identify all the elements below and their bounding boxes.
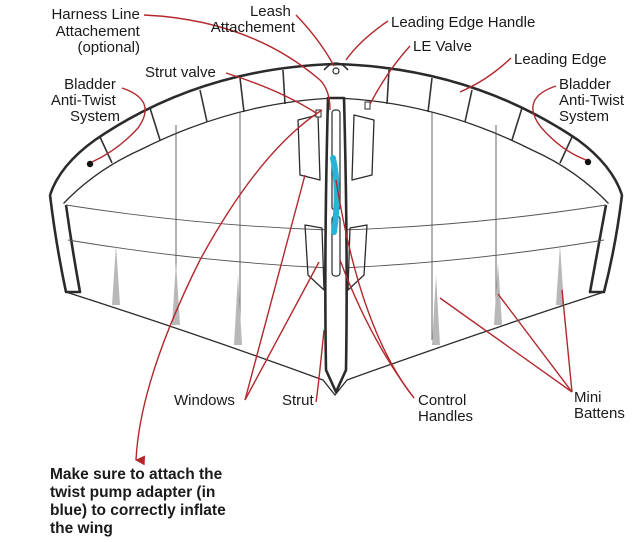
bladder-left-dot <box>86 160 94 168</box>
window-right-lower <box>347 224 368 291</box>
label-le-valve: LE Valve <box>413 38 472 55</box>
leader-harness-line <box>143 14 331 111</box>
leader-le-valve <box>369 45 411 105</box>
label-leading-edge-handle: Leading Edge Handle <box>391 14 535 31</box>
leader-strut <box>315 329 325 403</box>
leading-edge-segments <box>99 69 573 164</box>
label-windows: Windows <box>174 392 235 409</box>
wing-illustration <box>48 61 624 396</box>
mini-battens-marks <box>112 245 564 345</box>
twist-pump-adapter <box>330 155 340 235</box>
leader-le-handle <box>345 20 389 61</box>
leader-leading-edge <box>459 57 512 93</box>
window-left-lower <box>304 224 325 291</box>
leader-note-arrow <box>135 109 323 466</box>
leading-edge-handle <box>323 62 349 71</box>
label-bladder-left: Bladder Anti-Twist System <box>51 76 120 125</box>
label-control-handles: Control Handles <box>418 392 473 425</box>
canopy-seams <box>65 112 607 340</box>
label-strut: Strut <box>282 392 315 409</box>
right-wingtip <box>588 194 624 294</box>
bladder-right-dot <box>584 158 592 166</box>
label-strut-valve: Strut valve <box>145 64 216 81</box>
label-harness-line: Harness Line Attachement (optional) <box>51 6 144 56</box>
leader-lines <box>91 14 587 466</box>
leash-ring <box>332 67 340 75</box>
leader-bladder-right <box>532 85 587 161</box>
window-right-upper <box>351 114 375 181</box>
leader-window-1 <box>244 174 306 401</box>
le-valve <box>364 101 371 110</box>
note-pump-adapter: Make sure to attach the twist pump adapt… <box>50 466 230 537</box>
leader-bladder-left <box>91 87 146 163</box>
label-leash: Leash Attachement <box>211 3 296 36</box>
leader-batten-1 <box>439 297 573 393</box>
label-mini-battens: Mini Battens <box>574 389 625 422</box>
leader-batten-3 <box>561 289 573 393</box>
leader-leash <box>295 14 335 67</box>
leader-batten-2 <box>497 293 573 393</box>
label-leading-edge: Leading Edge <box>514 51 607 68</box>
labels: Harness Line Attachement (optional) Leas… <box>50 3 628 537</box>
leader-control-2 <box>339 259 415 399</box>
trailing-edge <box>65 291 605 396</box>
label-bladder-right: Bladder Anti-Twist System <box>559 76 628 125</box>
leader-strut-valve <box>225 72 317 114</box>
left-wingtip <box>48 194 82 294</box>
leader-window-2 <box>244 261 320 401</box>
